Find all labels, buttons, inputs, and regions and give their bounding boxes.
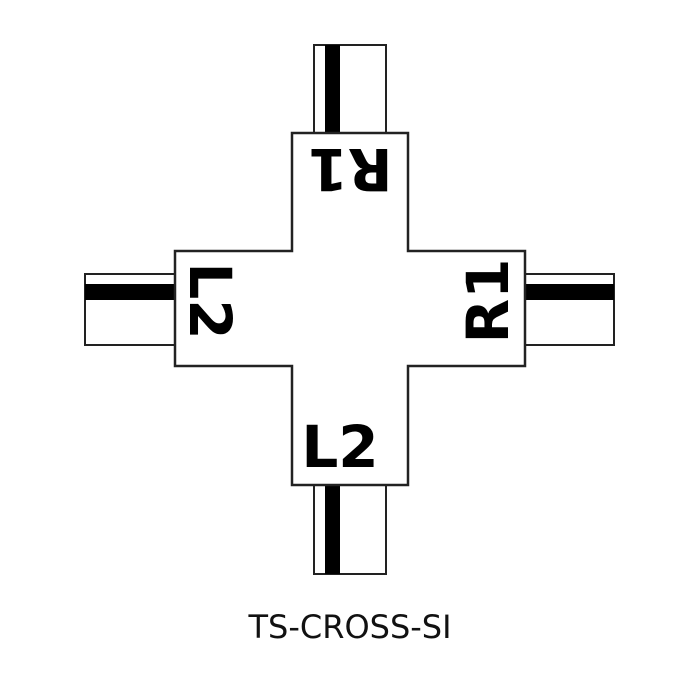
cross-body (173, 131, 527, 487)
bottom-arm-label: L2 (301, 413, 379, 481)
top-tab-stripe (325, 45, 340, 135)
top-arm-label: R1 (307, 135, 393, 203)
left-tab-stripe (85, 284, 177, 300)
bottom-tab-stripe (325, 484, 340, 574)
right-tab (522, 273, 615, 346)
left-tab (84, 273, 178, 346)
top-tab (313, 44, 387, 136)
left-arm-label: L2 (176, 262, 244, 340)
right-arm-label: R1 (454, 258, 522, 344)
right-tab-stripe (523, 284, 614, 300)
product-code-caption: TS-CROSS-SI (248, 608, 452, 646)
bottom-tab (313, 483, 387, 575)
